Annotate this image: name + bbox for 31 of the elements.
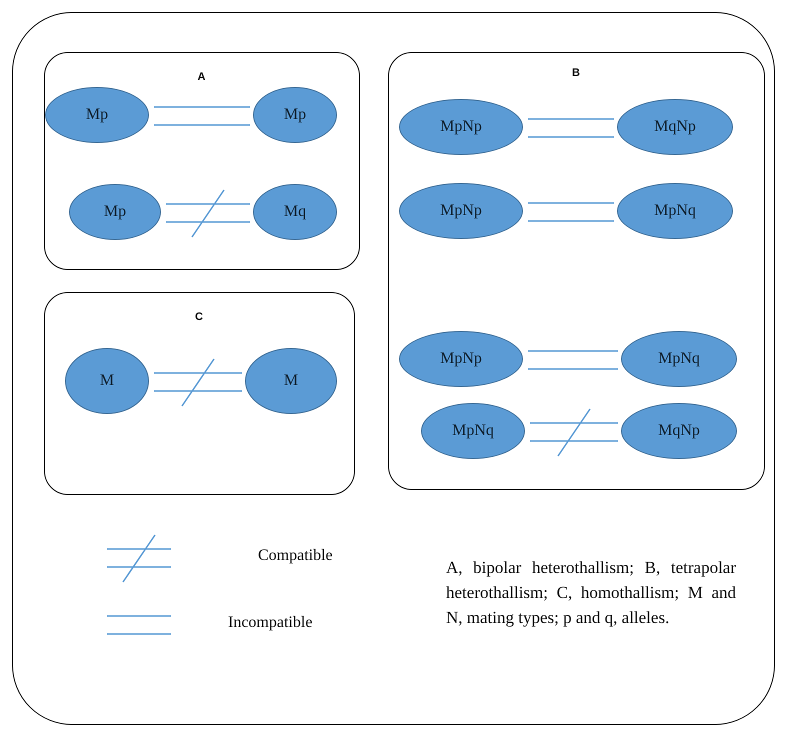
compatible-symbol xyxy=(153,358,243,407)
genotype-label: MpNp xyxy=(440,350,482,368)
genotype-label: MqNp xyxy=(654,118,696,136)
legend-label: Incompatible xyxy=(228,614,312,632)
incompatible-symbol xyxy=(527,202,615,222)
genotype-label: MpNq xyxy=(452,422,494,440)
outer-frame xyxy=(12,12,775,725)
compatible-symbol xyxy=(165,189,251,238)
genotype-label: M xyxy=(284,372,298,390)
panel-heading: C xyxy=(194,310,204,322)
genotype-label: Mq xyxy=(284,203,306,221)
genotype-label: Mp xyxy=(86,106,108,124)
genotype-label: MpNp xyxy=(440,118,482,136)
incompatible-symbol xyxy=(527,118,615,138)
genotype-label: Mp xyxy=(104,203,126,221)
incompatible-symbol xyxy=(527,350,619,370)
panel-box xyxy=(44,52,360,270)
genotype-label: MqNp xyxy=(658,422,700,440)
incompatible-symbol xyxy=(153,106,251,126)
compatible-symbol xyxy=(529,408,619,457)
genotype-label: M xyxy=(100,372,114,390)
legend-label: Compatible xyxy=(258,547,333,565)
genotype-label: Mp xyxy=(284,106,306,124)
panel-heading: B xyxy=(571,66,581,78)
genotype-label: MpNp xyxy=(440,202,482,220)
genotype-label: MpNq xyxy=(654,202,696,220)
panel-box xyxy=(44,292,354,494)
panel-heading: A xyxy=(196,70,206,82)
note-text: A, bipolar heterothallism; B, tetrapolar heterothallism; C, homothallism; M and N, mating types; p and q, alleles. xyxy=(446,557,736,629)
panel-box xyxy=(388,52,764,490)
genotype-label: MpNq xyxy=(658,350,700,368)
